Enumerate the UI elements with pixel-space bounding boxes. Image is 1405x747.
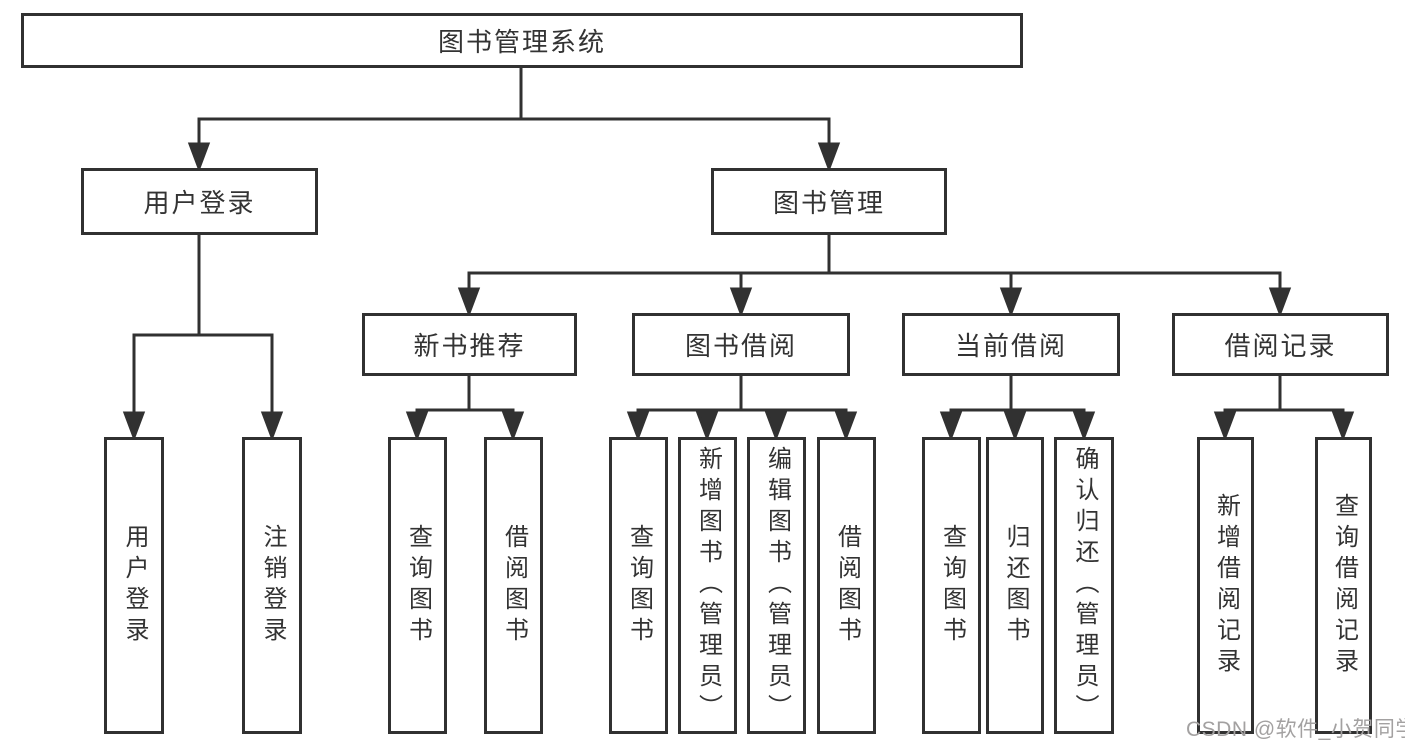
leaf-add-borrow-record-label: 新增借阅记录 (1212, 492, 1240, 679)
leaf-query-book-borrow-label: 查询图书 (625, 523, 653, 648)
leaf-logout-label: 注销登录 (259, 523, 286, 648)
leaf-query-book-recommend: 查询图书 (388, 437, 447, 734)
node-user-login-label: 用户登录 (143, 188, 256, 218)
node-current-borrow-label: 当前借阅 (954, 331, 1067, 361)
leaf-add-book-admin: 新增图书（管理员） (678, 437, 737, 734)
connector-root-to-level2 (187, 65, 841, 173)
arrowhead (817, 142, 841, 173)
node-book-borrow: 图书借阅 (632, 313, 850, 376)
arrowhead (187, 142, 211, 173)
node-book-borrow-label: 图书借阅 (684, 331, 797, 361)
connector-bookborrow-to-leaves (626, 374, 858, 442)
connector-newbook-to-leaves (405, 374, 525, 442)
node-borrow-records: 借阅记录 (1172, 313, 1389, 376)
leaf-borrow-book-label: 借阅图书 (833, 523, 861, 648)
arrowhead (1213, 411, 1237, 442)
arrowhead (122, 411, 146, 442)
arrowhead (1003, 411, 1027, 442)
leaf-add-book-admin-label: 新增图书（管理员） (694, 446, 722, 725)
arrowhead (939, 411, 963, 442)
leaf-query-book-recommend-label: 查询图书 (404, 523, 432, 648)
connector-currentborrow-to-leaves (939, 374, 1096, 442)
node-new-book-recommend: 新书推荐 (362, 313, 577, 376)
arrowhead (729, 287, 753, 318)
connector-userlogin-to-leaves (122, 233, 284, 442)
arrowhead (999, 287, 1023, 318)
leaf-return-book: 归还图书 (986, 437, 1044, 734)
arrowhead (260, 411, 284, 442)
node-root-label: 图书管理系统 (437, 27, 606, 57)
arrowhead (1268, 287, 1292, 318)
leaf-query-book-borrow: 查询图书 (609, 437, 668, 734)
leaf-logout: 注销登录 (242, 437, 302, 734)
connector-borrowrecords-to-leaves (1213, 374, 1355, 442)
node-user-login: 用户登录 (81, 168, 318, 235)
leaf-user-login-label: 用户登录 (121, 523, 148, 648)
leaf-user-login: 用户登录 (104, 437, 164, 734)
node-new-book-recommend-label: 新书推荐 (413, 331, 526, 361)
leaf-borrow-book-recommend: 借阅图书 (484, 437, 543, 734)
leaf-edit-book-admin-label: 编辑图书（管理员） (763, 446, 791, 725)
node-root: 图书管理系统 (21, 13, 1023, 68)
arrowhead (1072, 411, 1096, 442)
arrowhead (457, 287, 481, 318)
leaf-edit-book-admin: 编辑图书（管理员） (747, 437, 806, 734)
leaf-query-borrow-record-label: 查询借阅记录 (1330, 492, 1358, 679)
leaf-query-borrow-record: 查询借阅记录 (1315, 437, 1372, 734)
arrowhead (626, 411, 650, 442)
node-book-management: 图书管理 (711, 168, 947, 235)
arrowhead (501, 411, 525, 442)
node-book-management-label: 图书管理 (772, 188, 885, 218)
leaf-query-book-current-label: 查询图书 (938, 523, 966, 648)
leaf-confirm-return-admin: 确认归还（管理员） (1054, 437, 1114, 734)
leaf-borrow-book-recommend-label: 借阅图书 (500, 523, 528, 648)
leaf-add-borrow-record: 新增借阅记录 (1197, 437, 1254, 734)
leaf-borrow-book: 借阅图书 (817, 437, 876, 734)
arrowhead (1331, 411, 1355, 442)
arrowhead (695, 411, 719, 442)
arrowhead (405, 411, 429, 442)
arrowhead (764, 411, 788, 442)
leaf-confirm-return-admin-label: 确认归还（管理员） (1071, 446, 1098, 725)
arrowhead (834, 411, 858, 442)
leaf-query-book-current: 查询图书 (922, 437, 981, 734)
connector-bookmgmt-to-level3 (457, 233, 1292, 318)
node-borrow-records-label: 借阅记录 (1224, 331, 1337, 361)
node-current-borrow: 当前借阅 (902, 313, 1120, 376)
csdn-watermark: CSDN @软件_小贺同学 (1186, 718, 1405, 741)
leaf-return-book-label: 归还图书 (1002, 523, 1029, 648)
